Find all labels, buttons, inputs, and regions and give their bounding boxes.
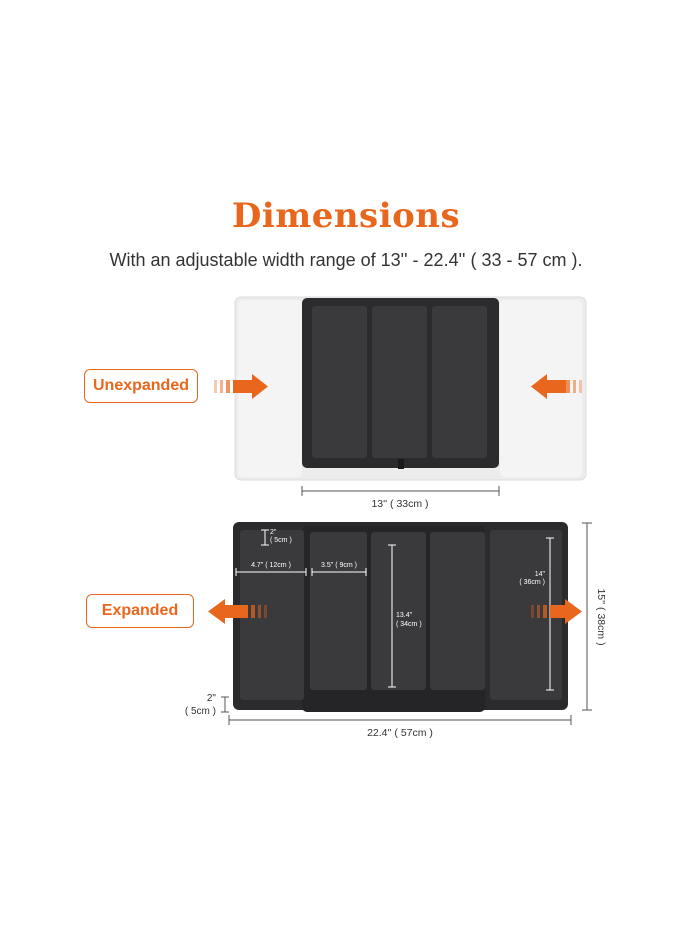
- expanded-width-label: 22.4'' ( 57cm ): [367, 727, 433, 739]
- unexpanded-width-label: 13'' ( 33cm ): [371, 498, 428, 510]
- page-title: Dimensions: [231, 196, 461, 236]
- unexpanded-width-dimension: [301, 486, 500, 496]
- side-length-label-cm: ( 36cm ): [519, 579, 545, 586]
- expand-arrow-right-icon: [531, 599, 582, 624]
- outer-wall-height-label-cm: ( 5cm ): [185, 706, 216, 717]
- side-width-marker: [235, 568, 307, 576]
- wall-height-label: 2": [270, 529, 277, 536]
- wall-height-label-cm: ( 5cm ): [270, 537, 292, 544]
- middle-length-marker: [388, 544, 396, 688]
- compartment: [372, 306, 427, 458]
- middle-length-label-cm: ( 34cm ): [396, 621, 422, 628]
- ghost-left-extension: [238, 300, 302, 477]
- expand-arrow-left-icon: [208, 599, 267, 624]
- push-arrow-left-icon: [214, 374, 268, 399]
- compartment: [240, 530, 304, 700]
- push-arrow-right-icon: [531, 374, 582, 399]
- compartment: [432, 306, 487, 458]
- unexpanded-label: Unexpanded: [84, 369, 198, 403]
- outer-wall-height-marker: [221, 696, 229, 713]
- compartment: [430, 532, 485, 690]
- depth-dimension: [582, 522, 592, 711]
- compartment: [310, 532, 367, 690]
- outer-wall-height-label: 2": [207, 693, 217, 704]
- subtitle: With an adjustable width range of 13'' -…: [109, 250, 583, 270]
- compartment: [371, 532, 426, 690]
- middle-width-label: 3.5" ( 9cm ): [321, 562, 357, 569]
- middle-width-marker: [311, 568, 367, 576]
- wall-height-marker: [261, 529, 269, 546]
- middle-length-label: 13.4": [396, 612, 413, 619]
- side-width-label: 4.7" ( 12cm ): [251, 562, 291, 569]
- expanded-label: Expanded: [86, 594, 194, 628]
- expanded-width-dimension: [228, 715, 572, 725]
- compartment: [312, 306, 367, 458]
- side-length-label: 14": [535, 571, 546, 578]
- unexpanded-organizer: [234, 296, 587, 481]
- depth-label: 15'' ( 38cm ): [595, 588, 607, 645]
- tray-latch: [398, 459, 404, 469]
- compartment: [490, 530, 562, 700]
